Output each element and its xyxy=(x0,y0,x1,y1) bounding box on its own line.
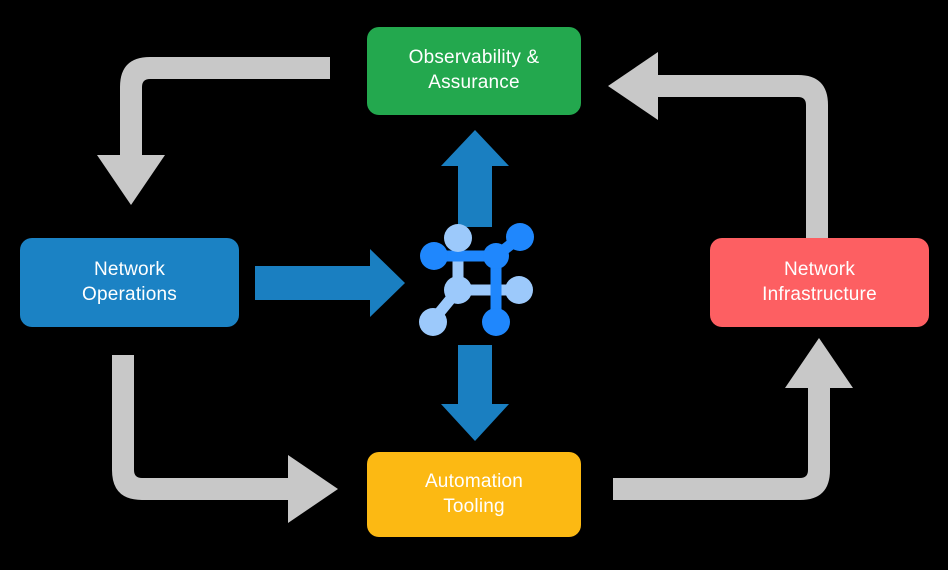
node-automation-tooling-label: Automation Tooling xyxy=(424,470,524,517)
connector-operations-to-center xyxy=(255,249,405,317)
node-observability-assurance-label: Observability & Assurance xyxy=(408,47,540,93)
node-network-operations[interactable]: Network Operations xyxy=(20,238,239,327)
node-automation-tooling[interactable]: Automation Tooling xyxy=(367,452,581,537)
connector-observability-to-operations xyxy=(97,57,330,205)
node-network-operations-label: Network Operations xyxy=(82,258,177,305)
connector-center-to-observability xyxy=(441,130,509,227)
node-network-infrastructure[interactable]: Network Infrastructure xyxy=(710,238,929,327)
connector-automation-to-infrastructure xyxy=(613,338,853,500)
connector-operations-to-automation xyxy=(112,355,338,523)
node-network-infrastructure-label: Network Infrastructure xyxy=(762,258,877,305)
connector-center-to-automation xyxy=(441,345,509,441)
network-topology-icon xyxy=(419,223,534,336)
node-observability-assurance[interactable]: Observability & Assurance xyxy=(367,27,581,115)
connector-infrastructure-to-observability xyxy=(608,52,828,248)
